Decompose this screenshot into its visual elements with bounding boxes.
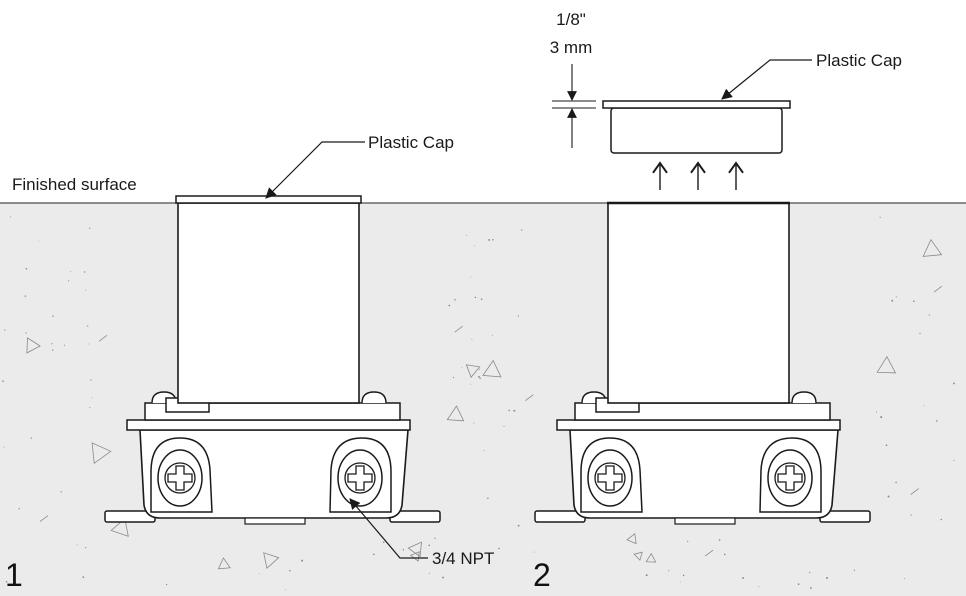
figure-number-1: 1	[5, 557, 23, 593]
plate-screw-right	[361, 391, 387, 404]
plastic-cap-label-1: Plastic Cap	[368, 133, 454, 152]
plastic-cap-removed-plug	[610, 107, 783, 154]
concrete-slab	[0, 203, 966, 596]
cover-plate	[126, 419, 411, 431]
plate-screw-right-2	[791, 391, 817, 404]
sleeve-tube-2	[607, 202, 790, 404]
leader-plastic-cap-1	[265, 141, 365, 199]
cover-plate-2	[556, 419, 841, 431]
sleeve-tube	[177, 202, 360, 404]
left-hub-screw-head	[164, 462, 196, 494]
plastic-cap-installed	[175, 195, 362, 204]
bottom-knockout-2	[674, 517, 736, 525]
left-hub-screw-cross-2	[597, 465, 623, 491]
leader-npt	[349, 498, 428, 559]
plastic-cap-removed-rim	[602, 100, 791, 109]
figure-2-assembly	[534, 64, 871, 525]
figure-number-2: 2	[533, 557, 551, 593]
right-hub-screw-cross	[347, 465, 373, 491]
left-hub-screw-head-2	[594, 462, 626, 494]
leader-plastic-cap-2	[721, 59, 812, 100]
right-hub-screw-cross-2	[777, 465, 803, 491]
finished-surface-label: Finished surface	[12, 175, 137, 194]
concrete-aggregate	[2, 216, 955, 590]
right-hub-screw-head-2	[774, 462, 806, 494]
right-hub-screw-head	[344, 462, 376, 494]
left-hub-screw-cross	[167, 465, 193, 491]
plastic-cap-label-2: Plastic Cap	[816, 51, 902, 70]
figure-1-assembly	[104, 195, 441, 525]
npt-label: 3/4 NPT	[432, 549, 494, 568]
bottom-knockout	[244, 517, 306, 525]
dimension-mm-label: 3 mm	[550, 38, 593, 57]
dimension-inch-label: 1/8"	[556, 10, 586, 29]
